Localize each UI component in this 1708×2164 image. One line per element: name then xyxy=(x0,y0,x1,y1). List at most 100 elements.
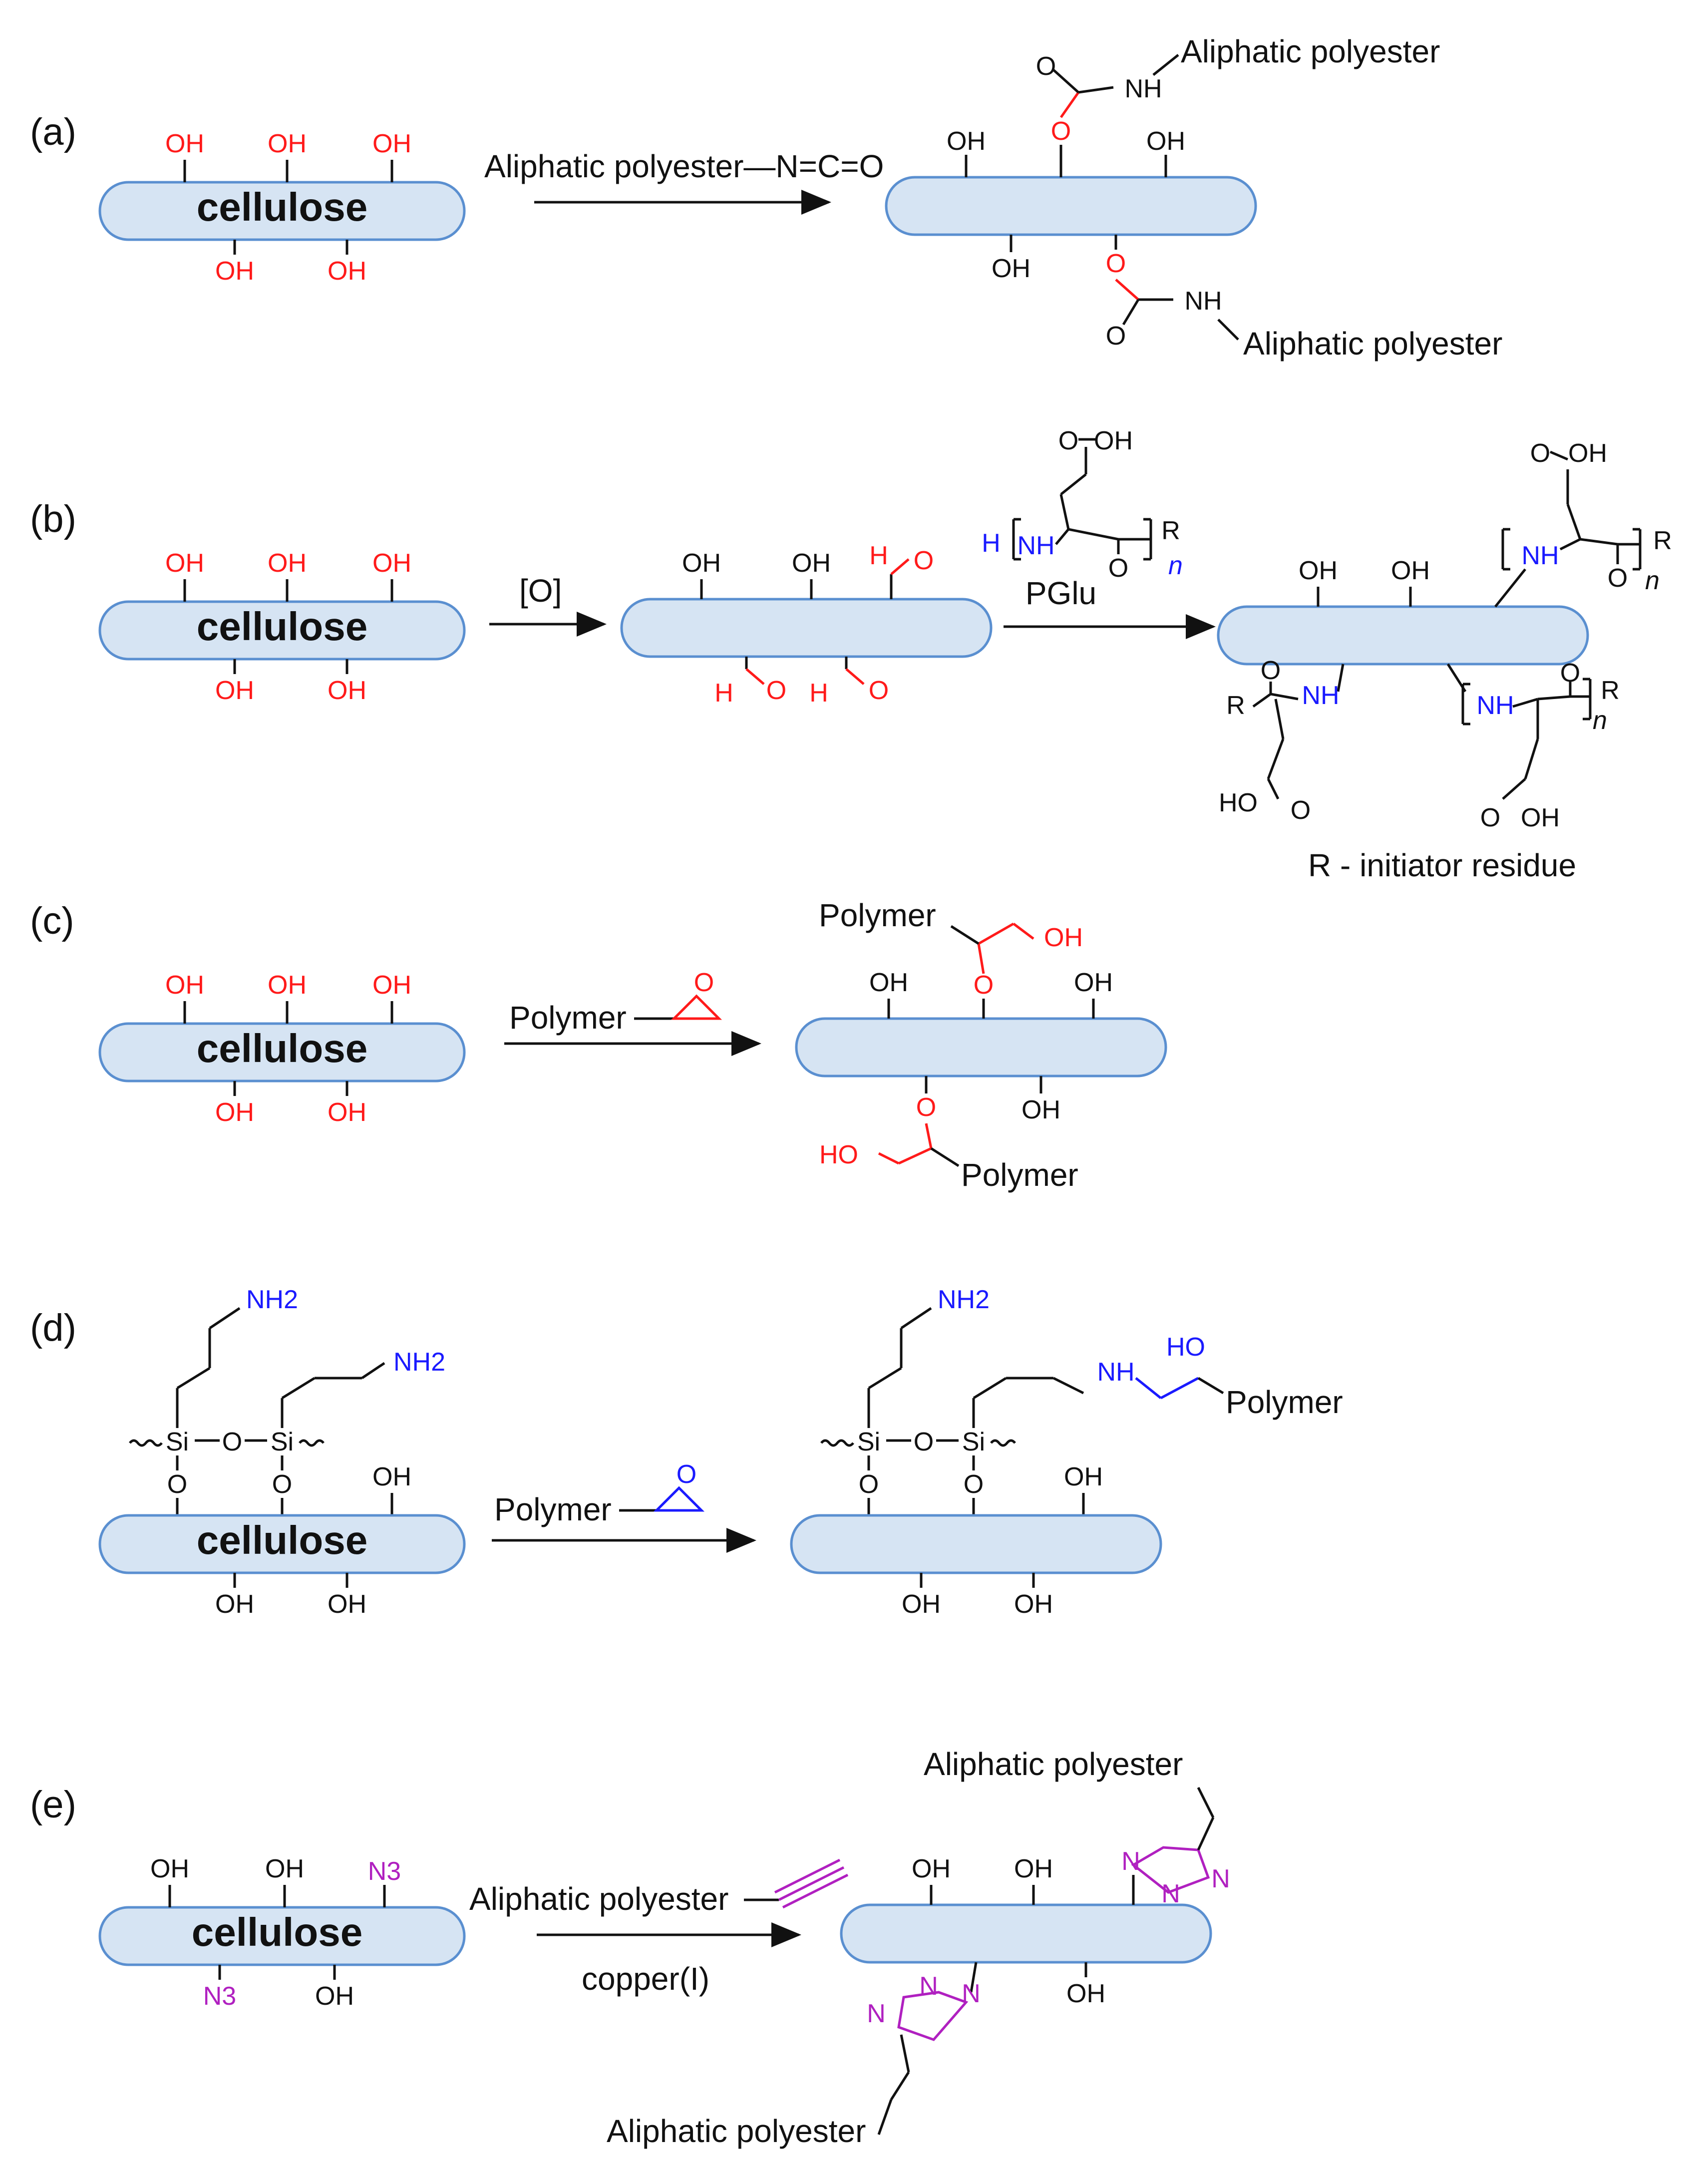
polyester-chain-bottom: Aliphatic polyester xyxy=(1243,326,1502,361)
n-label: N xyxy=(1121,1847,1140,1876)
oh-label: OH xyxy=(268,549,307,578)
oh-label: OH xyxy=(869,968,908,997)
hydroxyl-groups-c-reactant: OH OH OH OH OH xyxy=(165,971,411,1127)
oh-label: OH xyxy=(215,257,254,286)
cellulose-bar-e-product xyxy=(840,1903,1212,1964)
oh-label: OH xyxy=(792,549,831,578)
o-label: O xyxy=(1051,117,1071,146)
panel-d: (d) NH2 NH2 Si O Si O O OH xyxy=(30,1285,1343,1619)
oh-label: OH xyxy=(1064,1462,1103,1491)
h-label: H xyxy=(809,679,828,708)
panel-a-label: (a) xyxy=(30,111,76,153)
n-label: N xyxy=(919,1972,938,2001)
oh-label: OH xyxy=(328,1098,366,1127)
o-label: O xyxy=(1058,426,1078,455)
alkyne-reagent: Aliphatic polyester xyxy=(469,1858,849,1917)
si-label: Si xyxy=(857,1428,880,1456)
cellulose-bar-b-dialdehyde xyxy=(620,598,993,658)
hydroxyl-groups-c-product: OH OH OH xyxy=(869,968,1113,1124)
cooh-label: OH xyxy=(1568,439,1607,468)
oh-label: OH xyxy=(268,971,307,1000)
oh-label: OH xyxy=(215,1098,254,1127)
cellulose-label-b: cellulose xyxy=(197,604,367,649)
cellulose-label-c: cellulose xyxy=(197,1026,367,1071)
n-label: N xyxy=(1161,1879,1180,1908)
o-label: O xyxy=(914,1428,934,1456)
nh-label: NH xyxy=(1476,691,1514,720)
epoxide-reagent: Polymer O xyxy=(509,968,722,1036)
o-label: O xyxy=(974,971,994,1000)
polyester-chain-top: Aliphatic polyester xyxy=(1181,33,1440,69)
r-label: R xyxy=(1601,676,1620,705)
oh-label: OH xyxy=(1022,1095,1060,1124)
oh-label: OH xyxy=(165,549,204,578)
oh-label: OH xyxy=(165,129,204,158)
oh-label: OH xyxy=(1066,1979,1105,2008)
cellulose-bar-a-reactant xyxy=(98,181,466,241)
pglu-graft-top: NH O OH O R n xyxy=(1494,439,1672,608)
urethane-linkage-top: O O NH Aliphatic polyester xyxy=(1036,33,1440,177)
dialdehyde-groups: OH OH H O H O H O xyxy=(682,541,934,708)
h-label: H xyxy=(714,679,733,708)
o-label: O xyxy=(1036,52,1056,81)
oh-label: OH xyxy=(150,1854,189,1883)
o-label: O xyxy=(1261,656,1281,685)
pglu-label: PGlu xyxy=(1025,575,1096,611)
oh-label: OH xyxy=(947,127,986,156)
polyester-reagent-label: Aliphatic polyester xyxy=(469,1881,728,1917)
oh-label: OH xyxy=(268,129,307,158)
oh-label: OH xyxy=(1391,556,1430,585)
oh-label: OH xyxy=(372,549,411,578)
nh-label: NH xyxy=(1184,287,1222,316)
cellulose-bar-a-product xyxy=(885,176,1257,236)
epoxide-reagent-d: Polymer O xyxy=(494,1460,705,1527)
polyester-label-bottom: Aliphatic polyester xyxy=(607,2113,866,2149)
cellulose-label-a: cellulose xyxy=(197,185,367,229)
cellulose-label-d: cellulose xyxy=(197,1518,367,1562)
n-label: N xyxy=(1211,1864,1230,1893)
cellulose-bar-e-reactant xyxy=(98,1906,466,1966)
nh-label: NH xyxy=(1521,541,1559,570)
polymer-label: Polymer xyxy=(494,1491,612,1527)
n-subscript: n xyxy=(1168,551,1183,580)
nh-label: NH xyxy=(1017,531,1054,560)
nh2-label: NH2 xyxy=(246,1285,298,1314)
n-label: N xyxy=(867,1999,886,2028)
oh-label: OH xyxy=(372,971,411,1000)
o-label: O xyxy=(766,676,786,705)
cellulose-bar-d-product xyxy=(790,1514,1162,1574)
triazole-graft-bottom: N N N Aliphatic polyester xyxy=(607,1962,981,2149)
oh-label: OH xyxy=(1299,556,1338,585)
o-label: O xyxy=(859,1470,879,1499)
hydroxyl-groups-a-product: OH OH OH xyxy=(947,127,1185,283)
nh-label: NH xyxy=(1097,1358,1134,1387)
triazole-graft-top: N N N Aliphatic polyester xyxy=(924,1746,1230,1908)
oh-label: OH xyxy=(328,257,366,286)
cellulose-bar-d-reactant xyxy=(98,1514,466,1574)
ho-label: HO xyxy=(819,1140,858,1169)
oh-label: OH xyxy=(215,1590,254,1619)
aminopropyl-silane-reactant: NH2 NH2 Si O Si O O OH xyxy=(129,1285,445,1515)
o-label: O xyxy=(1480,803,1500,832)
polymer-product-label: Polymer xyxy=(1226,1384,1343,1420)
panel-b: (b) cellulose OH OH OH OH OH [O] OH OH H… xyxy=(30,426,1672,883)
cellulose-bar-c-reactant xyxy=(98,1022,466,1082)
oh-label: OH xyxy=(682,549,721,578)
o-label: O xyxy=(272,1470,292,1499)
oh-label: OH xyxy=(328,1590,366,1619)
o-label: O xyxy=(914,546,934,575)
oh-label: OH xyxy=(328,676,366,705)
o-label: O xyxy=(677,1460,696,1489)
cooh-label: OH xyxy=(1521,803,1560,832)
o-label: O xyxy=(916,1093,936,1122)
panel-e: (e) cellulose OH OH N3 N3 OH Aliphatic p… xyxy=(30,1746,1230,2149)
panel-c-label: (c) xyxy=(30,900,74,942)
panel-a: (a) cellulose OH OH OH OH OH Aliphatic p… xyxy=(30,33,1502,361)
r-label: R xyxy=(1226,691,1245,720)
polyester-label-top: Aliphatic polyester xyxy=(924,1746,1183,1782)
oh-label: OH xyxy=(215,676,254,705)
ether-graft-bottom: O HO Polymer xyxy=(819,1076,1078,1193)
si-label: Si xyxy=(962,1428,985,1456)
oh-label: OH xyxy=(1014,1854,1053,1883)
cellulose-bar-b-reactant xyxy=(98,600,466,661)
